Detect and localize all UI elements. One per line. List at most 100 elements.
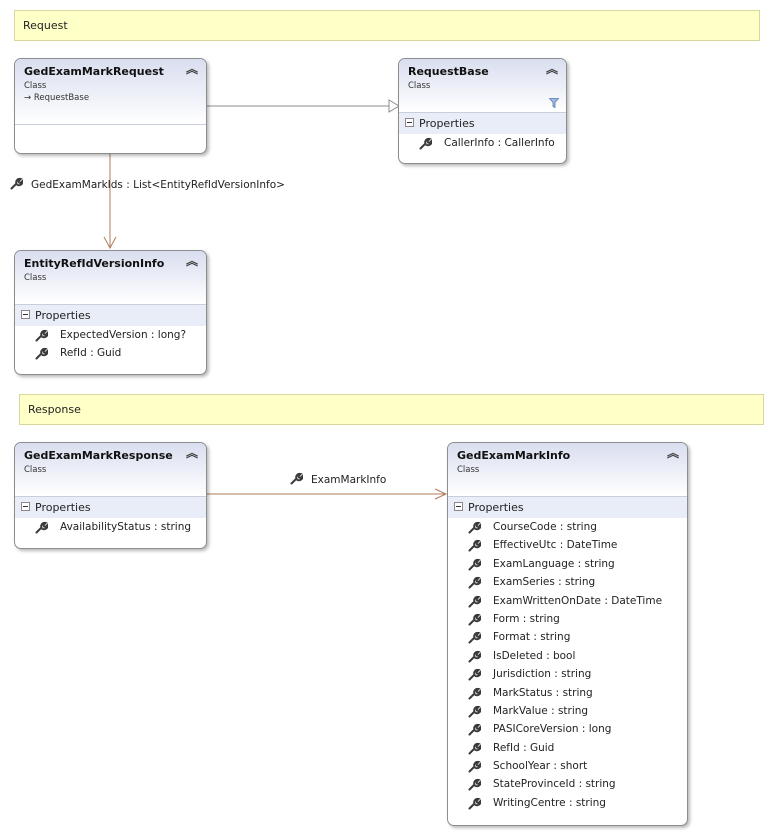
class-ged-exam-mark-info[interactable]: GedExamMarkInfo Class ︽ Properties Cours…: [447, 442, 688, 826]
double-chevron-up-icon[interactable]: ︽: [185, 62, 198, 76]
property-row[interactable]: AvailabilityStatus : string: [15, 518, 206, 536]
property-text: ExamWrittenOnDate : DateTime: [493, 594, 663, 607]
wrench-icon: [468, 779, 481, 791]
property-row[interactable]: RefId : Guid: [448, 739, 687, 757]
property-text: StateProvinceId : string: [493, 778, 616, 791]
property-row[interactable]: MarkValue : string: [448, 702, 687, 720]
property-row[interactable]: PASICoreVersion : long: [448, 720, 687, 738]
filter-icon[interactable]: [549, 98, 559, 108]
collapse-compartment-icon[interactable]: [405, 118, 414, 127]
property-row[interactable]: Jurisdiction : string: [448, 665, 687, 683]
wrench-icon: [468, 761, 481, 773]
property-text: MarkStatus : string: [493, 686, 593, 699]
inheritance-label: → RequestBase: [24, 93, 197, 103]
property-row[interactable]: MarkStatus : string: [448, 684, 687, 702]
property-row[interactable]: Format : string: [448, 628, 687, 646]
wrench-icon: [10, 177, 23, 190]
empty-compartment: [15, 125, 206, 153]
association-text: GedExamMarkIds : List<EntityRefIdVersion…: [31, 179, 285, 191]
wrench-icon: [468, 613, 481, 626]
wrench-icon: [468, 558, 481, 571]
property-text: Jurisdiction : string: [493, 668, 592, 681]
wrench-icon: [468, 595, 481, 608]
property-text: SchoolYear : short: [493, 760, 588, 773]
property-text: Form : string: [493, 612, 560, 625]
property-text: RefId : Guid: [60, 347, 122, 360]
property-text: CourseCode : string: [493, 521, 597, 533]
property-row[interactable]: RefId : Guid: [15, 344, 206, 362]
property-row[interactable]: IsDeleted : bool: [448, 647, 687, 665]
property-row[interactable]: SchoolYear : short: [448, 757, 687, 775]
class-header: GedExamMarkInfo Class ︽: [448, 443, 687, 497]
compartment-label: Properties: [35, 501, 91, 514]
class-name: GedExamMarkRequest: [24, 65, 164, 78]
response-note[interactable]: Response: [19, 394, 764, 425]
association-label-ged-exam-mark-ids[interactable]: GedExamMarkIds : List<EntityRefIdVersion…: [10, 175, 285, 191]
properties-compartment-header[interactable]: Properties: [15, 305, 206, 326]
wrench-icon: [35, 348, 48, 360]
class-ged-exam-mark-response[interactable]: GedExamMarkResponse Class ︽ Properties A…: [14, 442, 207, 549]
property-text: CallerInfo : CallerInfo: [444, 137, 555, 149]
wrench-icon: [468, 521, 481, 534]
property-row[interactable]: CourseCode : string: [448, 518, 687, 536]
wrench-icon: [290, 472, 303, 485]
wrench-icon: [468, 742, 481, 755]
inheritance-arrowhead: [388, 99, 400, 113]
property-row[interactable]: ExamSeries : string: [448, 573, 687, 591]
wrench-icon: [468, 705, 481, 718]
property-row[interactable]: ExamLanguage : string: [448, 555, 687, 573]
property-text: ExpectedVersion : long?: [60, 329, 187, 341]
compartment-label: Properties: [419, 117, 475, 130]
property-row[interactable]: WritingCentre : string: [448, 794, 687, 812]
wrench-icon: [35, 329, 48, 342]
arrow-right-icon: →: [24, 93, 32, 103]
class-header: GedExamMarkResponse Class ︽: [15, 443, 206, 497]
double-chevron-up-icon[interactable]: ︽: [185, 254, 198, 268]
property-text: RefId : Guid: [493, 741, 555, 754]
collapse-compartment-icon[interactable]: [21, 502, 30, 511]
association-arrowhead-ged-exam-mark-ids: [103, 236, 117, 250]
base-class-name: RequestBase: [33, 93, 90, 103]
wrench-icon: [468, 797, 481, 810]
property-text: EffectiveUtc : DateTime: [493, 539, 618, 552]
wrench-icon: [468, 540, 481, 552]
class-kind: Class: [408, 81, 431, 91]
compartment-label: Properties: [468, 501, 524, 514]
property-text: ExamSeries : string: [493, 576, 596, 589]
request-note-text: Request: [23, 19, 68, 32]
wrench-icon: [468, 687, 481, 700]
compartment-label: Properties: [35, 309, 91, 322]
class-name: RequestBase: [408, 65, 489, 78]
class-name: EntityRefIdVersionInfo: [24, 257, 165, 270]
collapse-compartment-icon[interactable]: [454, 502, 463, 511]
class-kind: Class: [24, 465, 47, 475]
class-entity-ref-id-version-info[interactable]: EntityRefIdVersionInfo Class ︽ Propertie…: [14, 250, 207, 375]
class-header: RequestBase Class ︽: [399, 59, 566, 113]
properties-compartment-header[interactable]: Properties: [448, 497, 687, 518]
wrench-icon: [468, 650, 481, 663]
double-chevron-up-icon[interactable]: ︽: [545, 62, 558, 76]
property-row[interactable]: CallerInfo : CallerInfo: [399, 134, 566, 152]
property-row[interactable]: ExamWrittenOnDate : DateTime: [448, 592, 687, 610]
property-row[interactable]: StateProvinceId : string: [448, 775, 687, 793]
properties-compartment-header[interactable]: Properties: [15, 497, 206, 518]
property-row[interactable]: ExpectedVersion : long?: [15, 326, 206, 344]
wrench-icon: [468, 577, 481, 589]
collapse-compartment-icon[interactable]: [21, 310, 30, 319]
class-ged-exam-mark-request[interactable]: GedExamMarkRequest Class → RequestBase ︽: [14, 58, 207, 154]
properties-compartment-header[interactable]: Properties: [399, 113, 566, 134]
wrench-icon: [468, 724, 481, 736]
double-chevron-up-icon[interactable]: ︽: [666, 446, 679, 460]
association-label-exam-mark-info[interactable]: ExamMarkInfo: [290, 470, 386, 486]
class-kind: Class: [457, 465, 480, 475]
property-row[interactable]: Form : string: [448, 610, 687, 628]
property-text: PASICoreVersion : long: [493, 723, 612, 736]
class-request-base[interactable]: RequestBase Class ︽ Properties CallerInf…: [398, 58, 567, 164]
property-row[interactable]: EffectiveUtc : DateTime: [448, 536, 687, 554]
response-note-text: Response: [28, 403, 81, 416]
class-header: EntityRefIdVersionInfo Class ︽: [15, 251, 206, 305]
request-note[interactable]: Request: [14, 10, 760, 41]
double-chevron-up-icon[interactable]: ︽: [185, 446, 198, 460]
